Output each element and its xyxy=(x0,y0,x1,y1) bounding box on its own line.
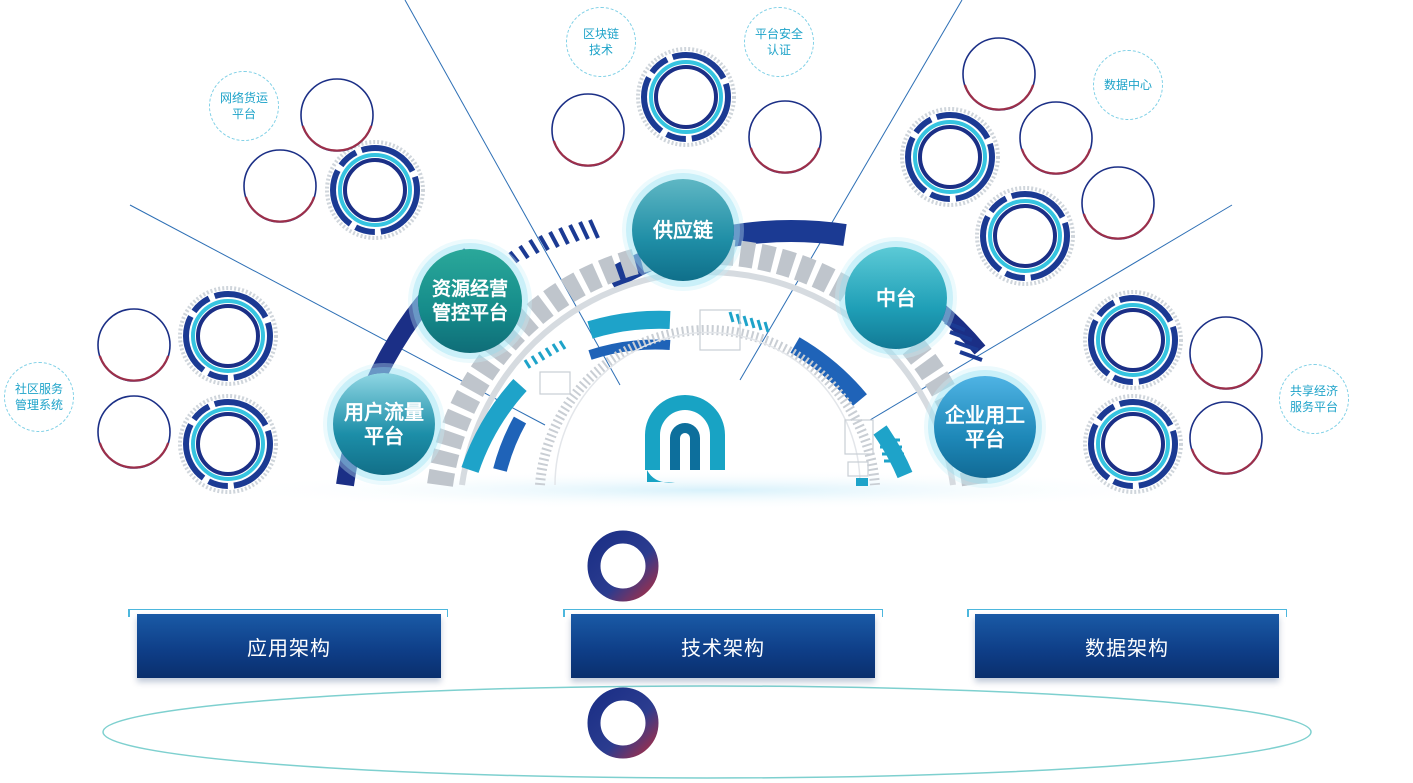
node-resource[interactable]: 资源经营 管控平台 xyxy=(418,249,522,353)
outline-ring-icon xyxy=(748,100,822,174)
outline-ring-icon xyxy=(97,395,171,469)
outline-ring-icon xyxy=(1019,101,1093,175)
bubble-blockchain: 区块链 技术 xyxy=(566,7,636,77)
node-supply-chain[interactable]: 供应链 xyxy=(632,179,734,281)
outline-ring-icon xyxy=(1189,401,1263,475)
outline-ring-icon xyxy=(300,78,374,152)
outline-ring-icon xyxy=(1081,166,1155,240)
tech-ring-icon xyxy=(178,394,278,494)
bubble-sharing: 共享经济 服务平台 xyxy=(1279,364,1349,434)
outline-ring-icon xyxy=(1189,316,1263,390)
n-logo-icon xyxy=(645,395,725,483)
data-architecture-button[interactable]: 数据架构 xyxy=(975,614,1279,678)
tech-architecture-button[interactable]: 技术架构 xyxy=(571,614,875,678)
corner-decoration xyxy=(967,609,1287,618)
tech-ring-icon xyxy=(1083,394,1183,494)
ring-icon xyxy=(587,530,659,602)
tech-ring-icon xyxy=(900,107,1000,207)
floor-glow xyxy=(210,470,1210,510)
node-enterprise[interactable]: 企业用工 平台 xyxy=(934,376,1036,478)
bubble-community: 社区服务 管理系统 xyxy=(4,362,74,432)
app-architecture-button[interactable]: 应用架构 xyxy=(137,614,441,678)
tech-ring-icon xyxy=(1083,290,1183,390)
tech-ring-icon xyxy=(636,47,736,147)
tech-ring-icon xyxy=(325,140,425,240)
corner-decoration xyxy=(128,609,448,618)
corner-decoration xyxy=(563,609,883,618)
node-middle[interactable]: 中台 xyxy=(845,247,947,349)
bubble-datacenter: 数据中心 xyxy=(1093,50,1163,120)
outline-ring-icon xyxy=(962,37,1036,111)
bubble-security: 平台安全 认证 xyxy=(744,7,814,77)
base-ellipse xyxy=(102,685,1312,779)
outline-ring-icon xyxy=(551,93,625,167)
outline-ring-icon xyxy=(243,149,317,223)
tech-ring-icon xyxy=(178,286,278,386)
ring-icon xyxy=(587,687,659,759)
outline-ring-icon xyxy=(97,308,171,382)
node-user-traffic[interactable]: 用户流量 平台 xyxy=(333,373,435,475)
tech-ring-icon xyxy=(975,186,1075,286)
bubble-freight: 网络货运 平台 xyxy=(209,71,279,141)
ring-group xyxy=(97,37,1263,494)
